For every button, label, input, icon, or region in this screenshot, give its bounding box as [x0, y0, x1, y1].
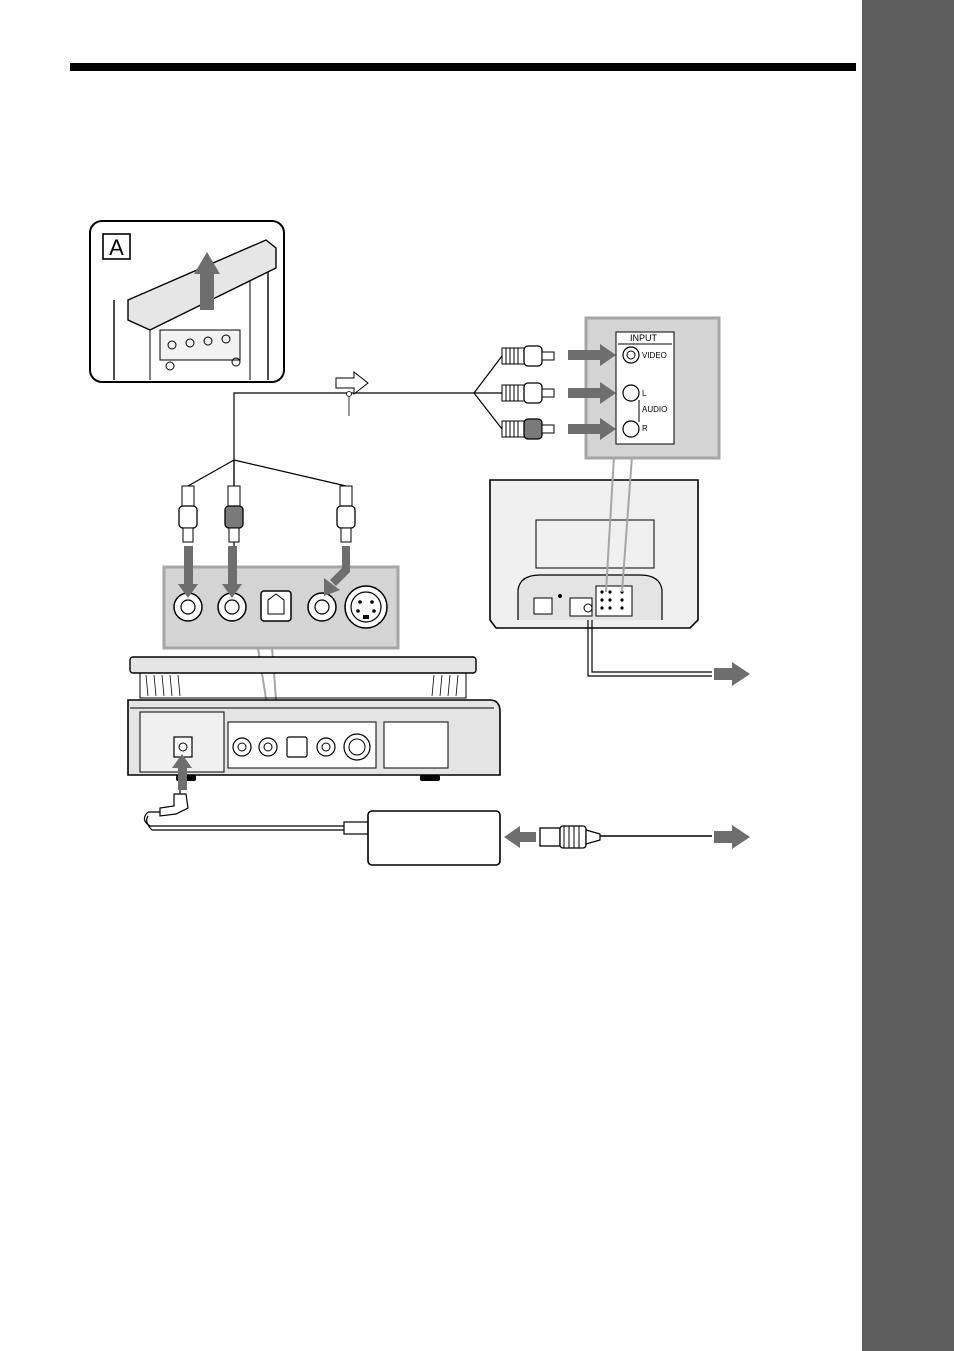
adaptor-arrow-icon: [504, 826, 536, 848]
inset-letter: A: [109, 235, 124, 260]
insert-arrow-icon: [568, 344, 616, 440]
signal-flow-arrow-icon: [336, 372, 368, 394]
jack-audio-label: AUDIO: [642, 405, 667, 414]
device-jack-panel: [164, 546, 398, 724]
wall-outlet-arrow-icon: [714, 825, 750, 849]
dvd-player-rear: [128, 657, 500, 790]
plug-icon: [502, 346, 554, 366]
jack-r-label: R: [642, 424, 648, 433]
jack-l-label: L: [642, 389, 647, 398]
tv-rear: [490, 480, 750, 686]
input-heading: INPUT: [630, 333, 658, 343]
jack-video-label: VIDEO: [642, 351, 667, 360]
tv-power-arrow-icon: [714, 662, 750, 686]
plug-icon: [337, 486, 355, 542]
plug-icon: [225, 486, 243, 542]
plug-icon: [502, 383, 554, 403]
ac-adaptor: [144, 790, 750, 865]
plug-icon: [179, 486, 197, 542]
plug-icon: [502, 419, 554, 439]
inset-a: A: [90, 221, 284, 382]
